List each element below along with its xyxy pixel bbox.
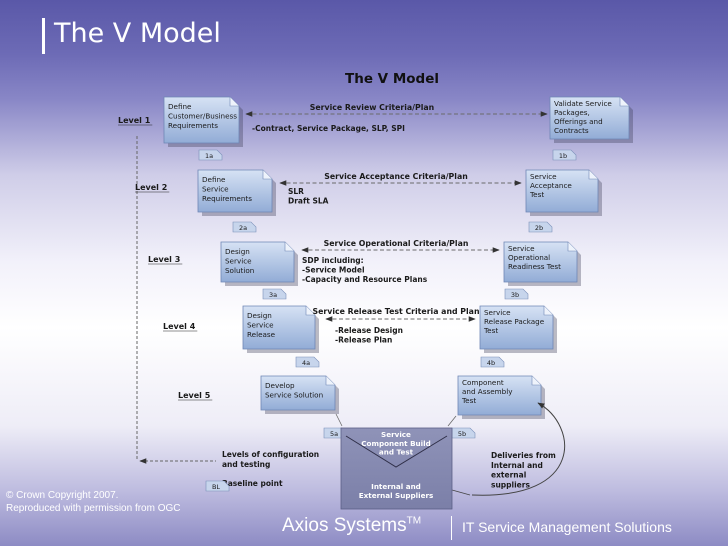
brand-text: Axios Systems	[282, 515, 407, 536]
right-tag-1: 1b	[552, 149, 577, 161]
deliveries-arrow	[471, 402, 565, 496]
phase-tag-label: 1b	[559, 152, 567, 160]
right-tag-4: 4b	[480, 356, 505, 368]
phase-tag-label: 5b	[458, 430, 466, 438]
copyright-line-1: © Crown Copyright 2007.	[6, 490, 119, 501]
criteria-label-4: Service Release Test Criteria and Plan	[313, 307, 480, 316]
left-tag-4: 4a	[295, 356, 320, 368]
phase-tag-label: 3a	[269, 291, 277, 299]
right-tag-3: 3b	[504, 288, 529, 300]
note-4: -Release Design-Release Plan	[335, 326, 403, 345]
level-label-5: Level 5	[178, 391, 211, 400]
v-connector-left	[335, 413, 343, 427]
phase-tag-label: 3b	[511, 291, 519, 299]
note-1: -Contract, Service Package, SLP, SPI	[252, 124, 405, 133]
diagram-title: The V Model	[345, 71, 439, 87]
phase-tag-label: 4b	[487, 359, 495, 367]
criteria-label-2: Service Acceptance Criteria/Plan	[324, 172, 468, 181]
title-accent-bar	[42, 18, 45, 54]
baseline-tag: BL	[205, 480, 230, 492]
left-tag-2: 2a	[232, 221, 257, 233]
phase-tag-label: 2a	[239, 224, 247, 232]
note-3: SDP including:-Service Model-Capacity an…	[302, 256, 428, 284]
phase-tag-label: 2b	[535, 224, 543, 232]
level-label-4: Level 4	[163, 322, 196, 331]
footer-divider	[451, 516, 452, 540]
brand-name: Axios SystemsTM	[282, 515, 421, 537]
left-tag-1: 1a	[198, 149, 223, 161]
phase-tag-label: 1a	[205, 152, 213, 160]
trademark-mark: TM	[406, 515, 422, 527]
copyright-line-2: Reproduced with permission from OGC	[6, 503, 181, 514]
level-label-2: Level 2	[135, 183, 167, 192]
right-tag-5: 5b	[451, 427, 476, 439]
phase-tag-label: 5a	[330, 430, 338, 438]
level-label-1: Level 1	[118, 116, 151, 125]
criteria-label-1: Service Review Criteria/Plan	[310, 103, 434, 112]
slide-title: The V Model	[54, 18, 221, 49]
deliveries-connector	[451, 489, 471, 496]
phase-tag-label: BL	[212, 483, 220, 491]
baseline-label: Baseline point	[222, 479, 283, 488]
right-tag-2: 2b	[528, 221, 553, 233]
copyright-notice: © Crown Copyright 2007. Reproduced with …	[6, 489, 181, 515]
level-label-3: Level 3	[148, 255, 180, 264]
criteria-label-3: Service Operational Criteria/Plan	[324, 239, 469, 248]
footer-tagline: IT Service Management Solutions	[462, 519, 672, 535]
v-connector-right	[447, 415, 457, 427]
phase-tag-label: 4a	[302, 359, 310, 367]
left-tag-3: 3a	[262, 288, 287, 300]
